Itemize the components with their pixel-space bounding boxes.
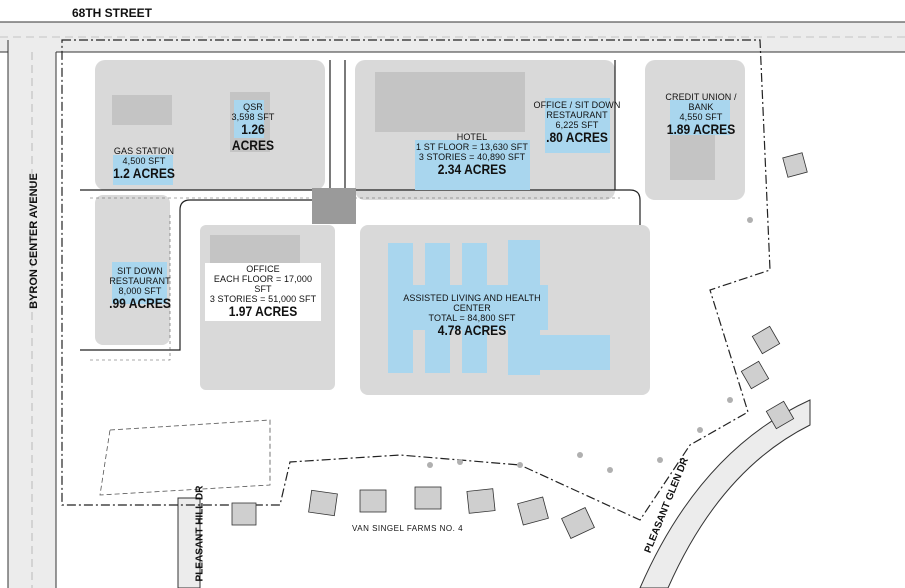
office-restaurant-name2: RESTAURANT — [546, 110, 608, 121]
assisted-living-name: ASSISTED LIVING AND HEALTH CENTER — [403, 293, 541, 314]
residential-houses — [231, 152, 808, 539]
building-office-restaurant-highlight — [545, 98, 610, 153]
building-gas-station-highlight — [113, 155, 173, 185]
building-bank — [670, 135, 715, 180]
gas-station-acres: 1.2 ACRES — [113, 165, 175, 182]
building-sit-down-restaurant-highlight — [112, 262, 167, 304]
label-office: OFFICE EACH FLOOR = 17,000 SFT 3 STORIES… — [205, 263, 321, 321]
qsr-acres: 1.26 ACRES — [231, 121, 275, 153]
sit-down-restaurant-name2: RESTAURANT — [109, 276, 171, 287]
hotel-floor: 1 ST FLOOR = 13,630 SFT — [416, 142, 528, 153]
gas-station-size: 4,500 SFT — [122, 156, 166, 167]
sit-down-restaurant-size: 8,000 SFT — [118, 286, 162, 297]
office-restaurant-acres: .80 ACRES — [546, 129, 608, 146]
office-floor: EACH FLOOR = 17,000 SFT — [213, 274, 313, 295]
label-68th-street: 68TH STREET — [72, 6, 153, 20]
sit-down-restaurant-name1: SIT DOWN — [117, 266, 163, 276]
credit-union-size: 4,550 SFT — [679, 112, 723, 123]
building-hotel-footprint — [375, 72, 525, 132]
gas-station-name: GAS STATION — [113, 146, 175, 156]
trees — [427, 217, 753, 473]
road-pleasant-glen-dr — [639, 399, 811, 588]
label-assisted-living: ASSISTED LIVING AND HEALTH CENTER TOTAL … — [384, 293, 560, 339]
hotel-name: HOTEL — [456, 132, 488, 142]
sit-down-restaurant-acres: .99 ACRES — [109, 295, 171, 312]
assisted-living-total: TOTAL = 84,800 SFT — [428, 313, 516, 324]
intersection — [312, 188, 356, 224]
office-acres: 1.97 ACRES — [228, 303, 298, 320]
internal-drive — [80, 60, 641, 351]
label-van-singel-farms: VAN SINGEL FARMS NO. 4 — [352, 524, 464, 533]
label-hotel: HOTEL 1 ST FLOOR = 13,630 SFT 3 STORIES … — [410, 132, 534, 178]
credit-union-name2: BANK — [688, 102, 714, 113]
label-pleasant-hill-dr: PLEASANT HILL DR — [194, 485, 206, 582]
label-credit-union: CREDIT UNION / BANK 4,550 SFT 1.89 ACRES — [660, 92, 742, 138]
office-restaurant-name1: OFFICE / SIT DOWN — [533, 100, 621, 110]
road-pleasant-hill-dr — [177, 497, 201, 588]
building-qsr-highlight — [234, 100, 264, 138]
building-assisted-living — [388, 240, 610, 375]
assisted-living-acres: 4.78 ACRES — [437, 322, 507, 339]
building-hotel-highlight — [415, 140, 530, 190]
qsr-size: 3,598 SFT — [231, 112, 275, 123]
building-credit-union-highlight — [670, 100, 730, 135]
property-boundary — [61, 39, 771, 521]
label-qsr: QSR 3,598 SFT 1.26 ACRES — [218, 102, 288, 154]
qsr-name: QSR — [243, 102, 263, 112]
hotel-acres: 2.34 ACRES — [437, 161, 507, 178]
label-gas-station: GAS STATION 4,500 SFT 1.2 ACRES — [106, 146, 182, 182]
hotel-stories: 3 STORIES = 40,890 SFT — [418, 152, 526, 163]
label-office-restaurant: OFFICE / SIT DOWN RESTAURANT 6,225 SFT .… — [530, 100, 624, 146]
office-name: OFFICE — [246, 264, 280, 274]
retention-pond — [99, 419, 271, 496]
label-sit-down-restaurant: SIT DOWN RESTAURANT 8,000 SFT .99 ACRES — [104, 266, 176, 312]
credit-union-acres: 1.89 ACRES — [666, 121, 736, 138]
office-stories: 3 STORIES = 51,000 SFT — [209, 294, 317, 305]
label-byron-center-avenue: BYRON CENTER AVENUE — [27, 173, 40, 309]
building-gas-station-canopy — [112, 95, 172, 125]
credit-union-name1: CREDIT UNION / — [665, 92, 737, 102]
office-restaurant-size: 6,225 SFT — [555, 120, 599, 131]
